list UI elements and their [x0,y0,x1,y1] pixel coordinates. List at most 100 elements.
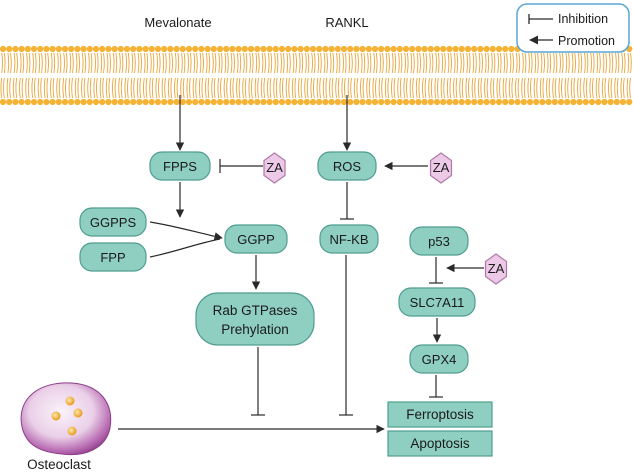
lipid-tail [56,77,58,99]
lipid-tail [205,77,207,99]
lipid-tail [125,52,127,74]
lipid-tail [134,52,136,74]
lipid-head [266,45,273,53]
lipid-tail [304,77,306,99]
lipid-tail [255,52,258,74]
lipid-tail [43,77,46,99]
lipid-tail [263,77,266,99]
lipid-head [18,45,25,53]
lipid-head [136,45,143,53]
arrow-fpp-ggpp [149,238,221,258]
lipid-tail [611,52,614,74]
lipid-head [92,98,100,106]
lipid-head [130,45,137,53]
lipid-tail [480,77,483,99]
p53-label: p53 [428,234,450,249]
lipid-tail [595,77,598,99]
lipid-head [477,45,484,53]
lipid-head [328,45,335,53]
lipid-head [61,45,69,53]
lipid-tail [623,52,626,74]
lipid-tail [269,77,272,99]
lipid-tail [604,77,607,99]
nfkb-label: NF-KB [330,232,369,247]
lipid-tail [3,52,6,74]
lipid-tail [258,52,260,74]
lipid-tail [331,77,334,99]
osteoclast-label: Osteoclast [27,457,91,472]
lipid-tail [270,52,273,74]
lipid-tail [186,77,189,99]
ros-label: ROS [333,159,362,174]
lipid-tail [251,52,254,74]
lipid-tail [626,77,629,99]
lipid-tail [418,77,421,99]
lipid-tail [311,52,313,74]
lipid-tail [146,52,149,74]
lipid-tail [450,52,452,74]
lipid-head [235,45,242,53]
lipid-head [334,98,341,106]
lipid-tail [162,52,165,74]
lipid-head [6,45,13,53]
lipid-tail [131,52,134,74]
lipid-tail [577,52,580,74]
lipid-tail [50,77,52,99]
nfkb-node [319,224,379,254]
lipid-tail [326,52,328,74]
fpps-node [149,151,211,181]
lipid-tail [177,52,180,74]
lipid-tail [375,52,378,74]
lipid-head [452,98,459,106]
lipid-tail [81,77,83,99]
lipid-tail [108,77,111,99]
lipid-tail [419,52,421,74]
lipid-head [216,45,224,53]
lipid-tail [517,77,520,99]
lipid-tail [306,77,309,99]
lipid-head [192,45,199,53]
lipid-head [55,45,62,53]
lipid-tail [338,52,341,74]
lipid-head [409,45,416,53]
legend-inhibition: Inhibition [558,12,608,26]
lipid-tail [348,52,351,74]
fpp-label: FPP [100,250,125,265]
lipid-tail [449,77,452,99]
lipid-tail [167,77,170,99]
lipid-tail [65,52,68,74]
lipid-tail [585,77,588,99]
lipid-tail [413,52,415,74]
lipid-head [533,98,540,106]
lipid-tail [168,52,171,74]
lipid-tail [369,52,372,74]
lipid-tail [199,52,202,74]
lipid-head [495,98,503,106]
lipid-head [588,98,596,106]
lipid-tail [422,52,425,74]
lipid-head [123,45,131,53]
lipid-head [316,45,323,53]
lipid-tail [90,52,93,74]
lipid-tail [481,52,483,74]
lipid-tail [15,77,18,99]
lipid-head [446,45,453,53]
lipid-tail [99,77,102,99]
lipid-tail [96,77,98,99]
lipid-tail [363,52,366,74]
lipid-head [564,98,571,106]
lipid-tail [37,77,40,99]
lipid-tail [47,52,49,74]
lipid-tail [291,77,294,99]
lipid-tail [208,52,211,74]
lipid-head [61,98,69,106]
lipid-tail [336,52,338,74]
lipid-head [520,98,527,106]
lipid-tail [198,77,201,99]
lipid-tail [398,52,400,74]
lipid-head [570,98,577,106]
lipid-head [260,98,267,106]
lipid-tail [106,52,109,74]
lipid-head [241,45,248,53]
lipid-head [359,98,366,106]
